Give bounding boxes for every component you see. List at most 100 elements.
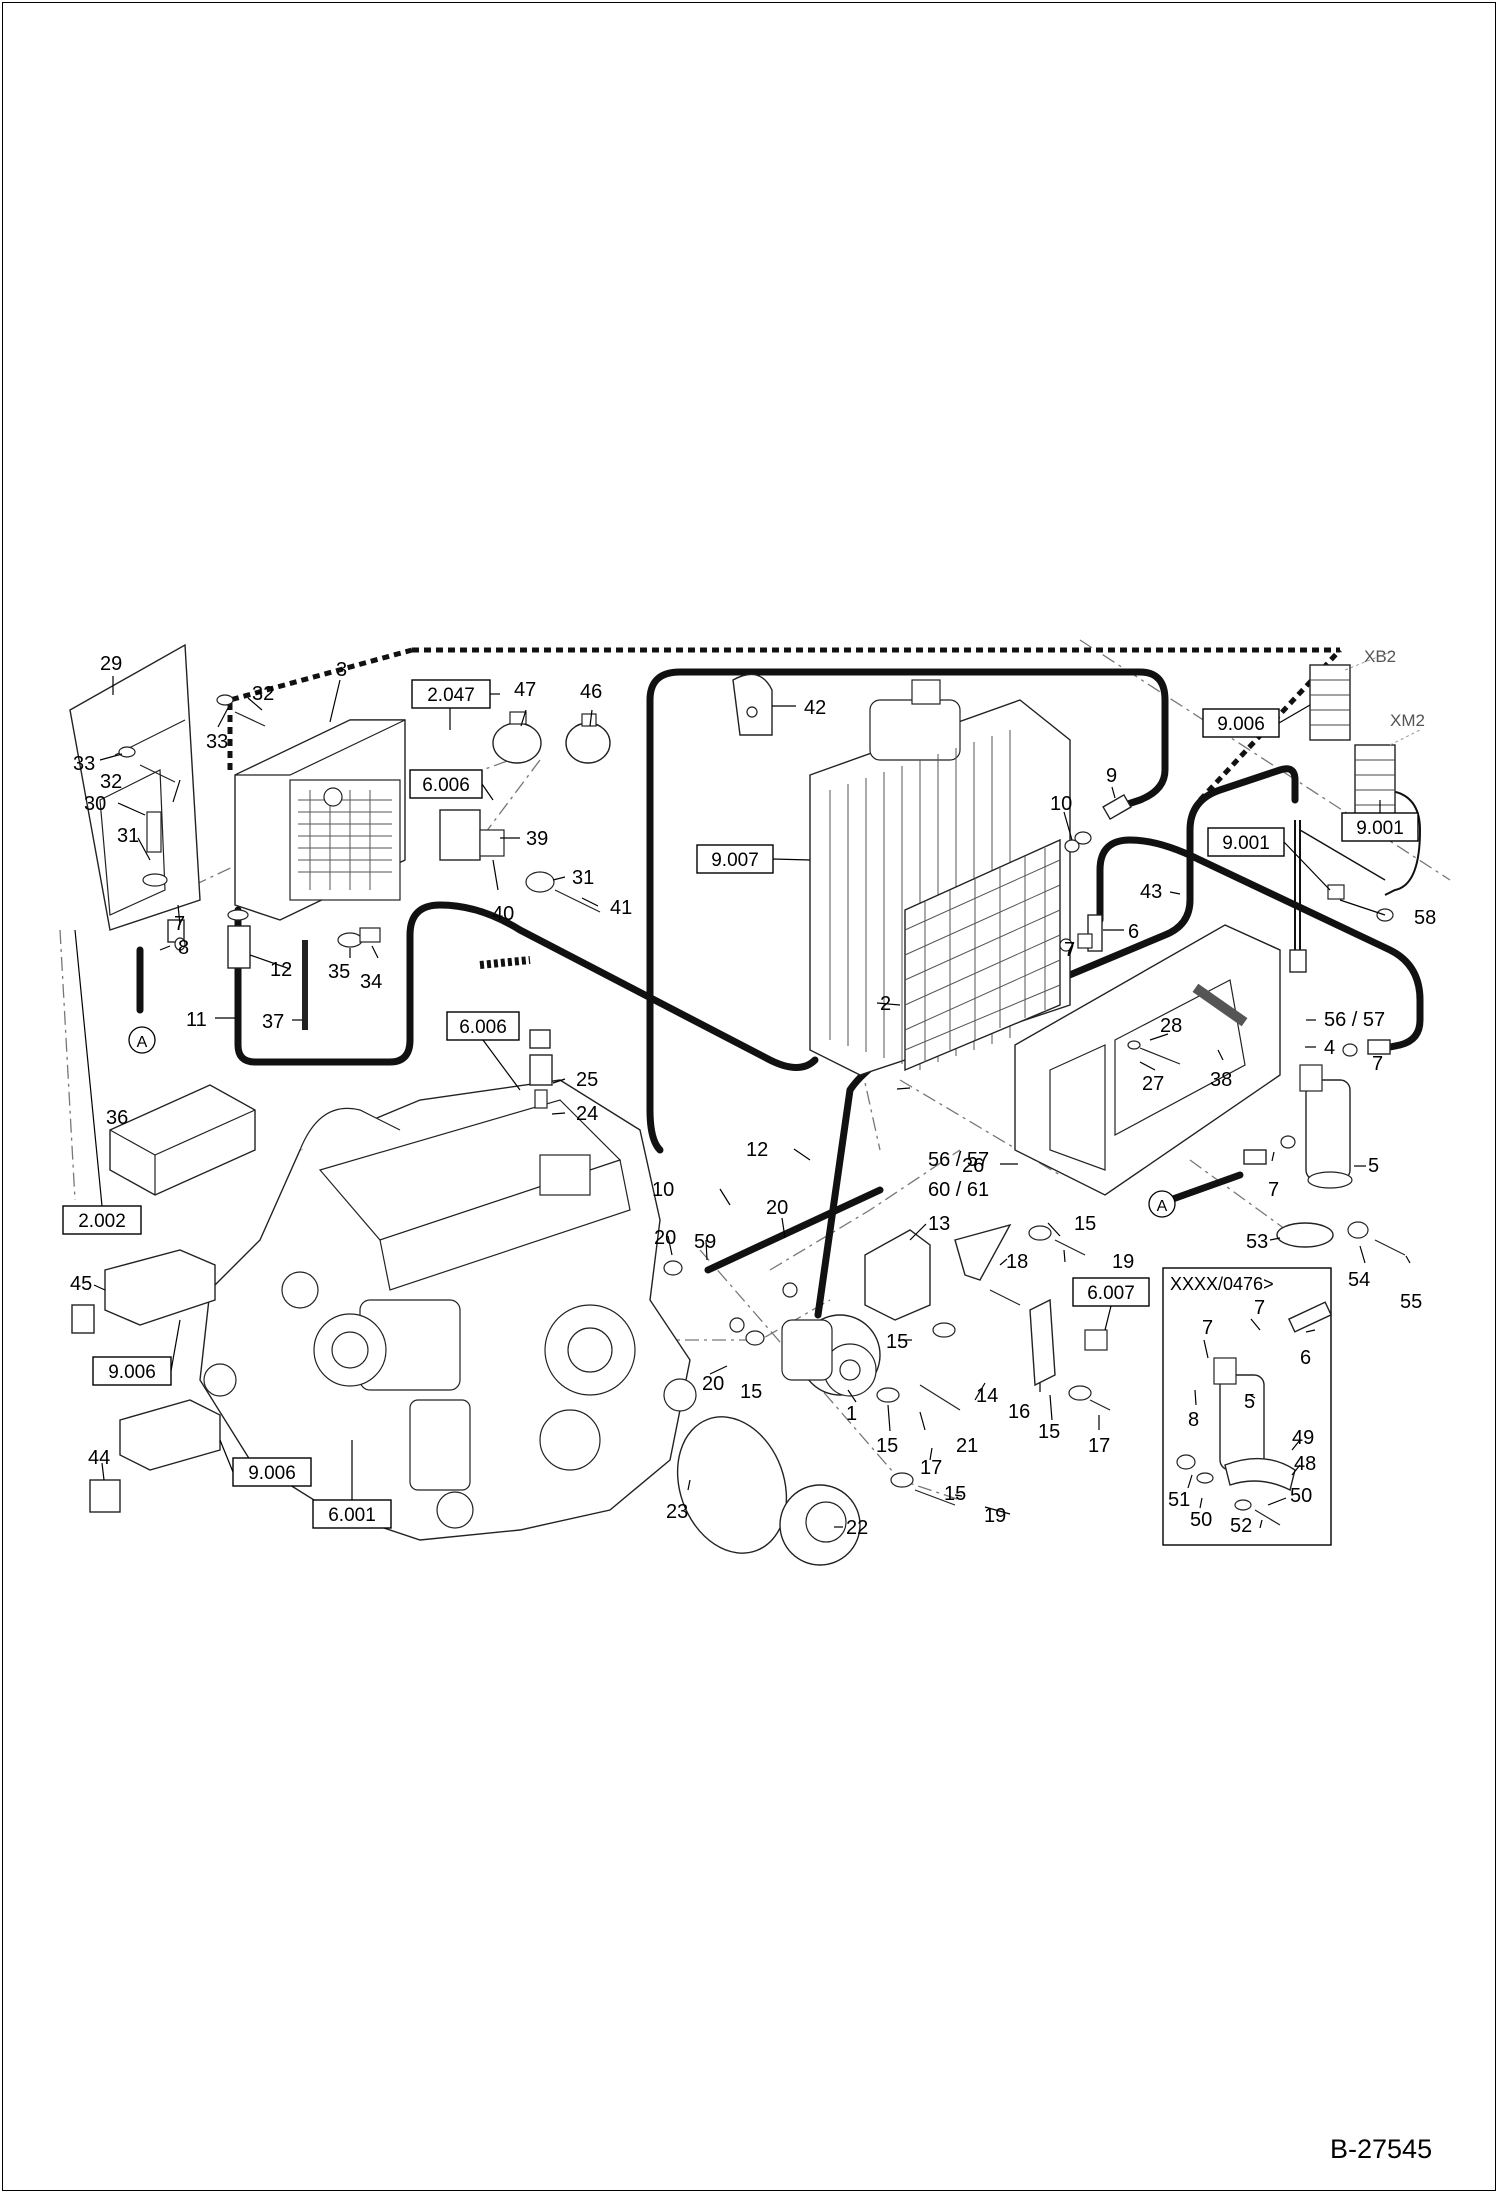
document-number: B-27545 [1330,2134,1432,2164]
callout-8: 8 [178,937,189,959]
small-fasteners [302,927,381,1030]
bolts-washers-compressor [663,1225,1111,1506]
callout-6: 6 [1300,1347,1311,1369]
callout-10: 10 [1050,793,1072,815]
compressor-group [676,1223,1056,1566]
callout-18: 18 [1006,1251,1028,1273]
callout-35: 35 [328,961,350,983]
reference-leaders [74,693,1381,1500]
cab-frame [1014,924,1281,1196]
callout-31: 31 [572,867,594,889]
marker-a-circle [1148,1190,1176,1218]
callout-43: 43 [1140,881,1162,903]
condenser-fittings [1059,793,1132,952]
callout-15: 15 [1074,1213,1096,1235]
marker-a: A [1157,1198,1168,1215]
connector-xb2: XB2 [1364,647,1396,666]
callout-25: 25 [576,1069,598,1091]
ref-6-001: 6.001 [328,1505,376,1526]
callout-36: 36 [106,1107,128,1129]
callout-47: 47 [514,679,536,701]
callout-12: 12 [270,959,292,981]
callout-5: 5 [1368,1155,1379,1177]
callout-15: 15 [1038,1421,1060,1443]
relay-holder [439,809,601,913]
callout-7: 7 [174,913,185,935]
callout-2: 2 [880,993,891,1015]
hose-fittings-left [167,909,251,969]
reference-labels: 2.047 6.006 6.006 9.007 9.006 9.001 9.00… [78,685,1404,1526]
connector-labels: XB2 XM2 [1364,647,1425,730]
callout-29: 29 [100,653,122,675]
callout-53: 53 [1246,1231,1268,1253]
callout-37: 37 [262,1011,284,1033]
callout-15: 15 [886,1331,908,1353]
callout-7: 7 [1254,1297,1265,1319]
callout-49: 49 [1292,1427,1314,1449]
callout-30: 30 [84,793,106,815]
callout-33: 33 [206,731,228,753]
callout-44: 44 [88,1447,110,1469]
continuation-markers: A A [128,1026,1176,1218]
pressure-sensor [479,956,553,1109]
control-block [109,1084,256,1196]
callout-31: 31 [117,825,139,847]
callout-56-57: 56 / 57 [1324,1009,1385,1031]
callout-21: 21 [956,1435,978,1457]
ref-9-006: 9.006 [1217,714,1265,735]
callout-12: 12 [746,1139,768,1161]
callout-1: 1 [846,1403,857,1425]
callout-46: 46 [580,681,602,703]
callout-9: 9 [1106,765,1117,787]
ref-2-047: 2.047 [427,685,475,706]
callout-7: 7 [1064,939,1075,961]
ref-9-006: 9.006 [248,1463,296,1484]
callout-51: 51 [1168,1489,1190,1511]
inset-title: XXXX/0476> [1170,1274,1274,1294]
callout-54: 54 [1348,1269,1370,1291]
leader-lines [93,676,1411,1529]
ref-9-001: 9.001 [1356,818,1404,839]
callout-23: 23 [666,1501,688,1523]
callout-26: 26 [962,1155,984,1177]
callout-59: 59 [694,1231,716,1253]
callout-22: 22 [846,1517,868,1539]
callout-7: 7 [1372,1053,1383,1075]
hose-clamps [492,711,611,764]
ref-9-006: 9.006 [108,1362,156,1383]
engine [199,1079,697,1541]
marker-a: A [137,1034,148,1051]
callout-55: 55 [1400,1291,1422,1313]
callout-19: 19 [984,1505,1006,1527]
callout-41: 41 [610,897,632,919]
callout-34: 34 [360,971,382,993]
callout-48: 48 [1294,1453,1316,1475]
ref-9-007: 9.007 [711,850,759,871]
callout-17: 17 [920,1457,942,1479]
callout-20: 20 [766,1197,788,1219]
callout-20: 20 [702,1373,724,1395]
ref-6-007: 6.007 [1087,1283,1135,1304]
callout-58: 58 [1414,907,1436,929]
connector-blocks [1309,649,1421,922]
callout-5: 5 [1244,1391,1255,1413]
marker-a-circle [128,1026,156,1054]
ref-6-006: 6.006 [422,775,470,796]
callout-10: 10 [652,1179,674,1201]
connector-xm2: XM2 [1390,711,1425,730]
callout-11: 11 [186,1009,207,1031]
callout-13: 13 [928,1213,950,1235]
callout-3: 3 [336,659,347,681]
callout-15: 15 [944,1483,966,1505]
callout-60-61: 60 / 61 [928,1179,989,1201]
ref-6-006: 6.006 [459,1017,507,1038]
callout-19: 19 [1112,1251,1134,1273]
callout-52: 52 [1230,1515,1252,1537]
callout-8: 8 [1188,1409,1199,1431]
hose-bracket [732,673,773,736]
inset-xxxx-0476 [1162,1267,1333,1546]
callout-56-57: 56 / 57 [928,1149,989,1171]
callout-38: 38 [1210,1069,1232,1091]
callout-14: 14 [976,1385,998,1407]
callout-32: 32 [252,683,274,705]
